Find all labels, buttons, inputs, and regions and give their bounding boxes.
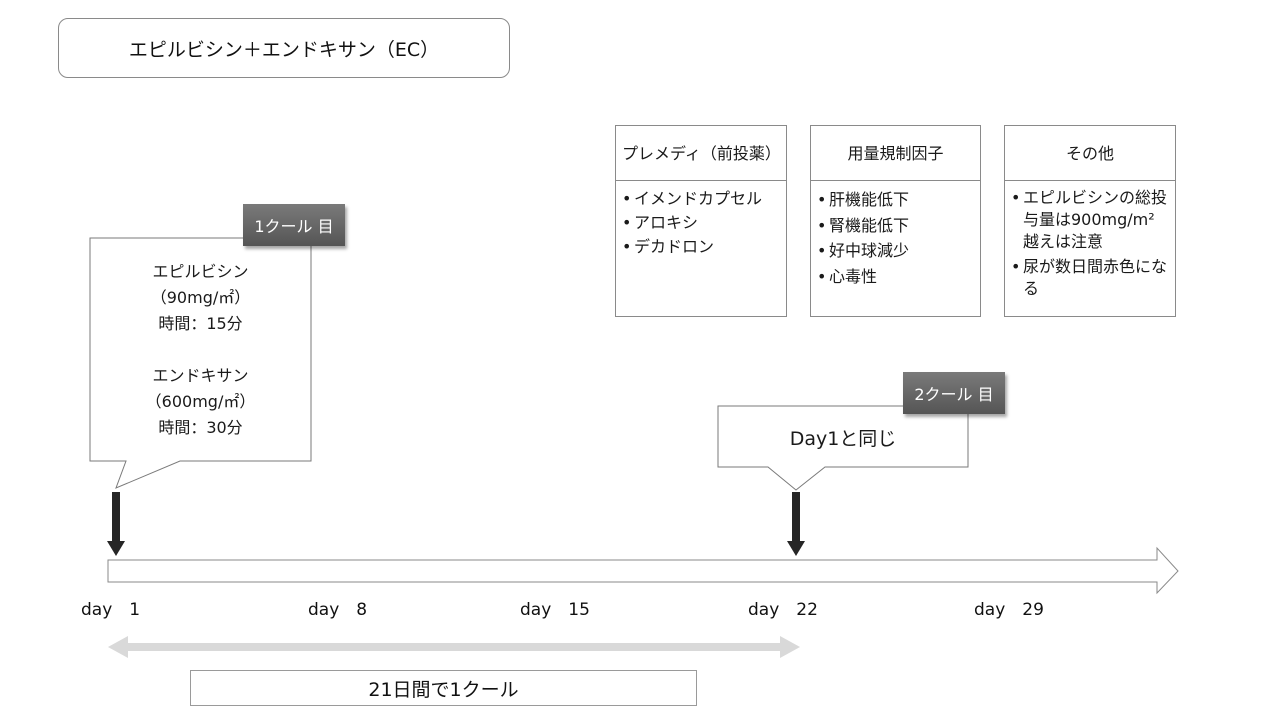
other-list: エピルビシンの総投与量は900mg/m²越えは注意 尿が数日間赤色になる	[1005, 181, 1175, 300]
day-label: day 29	[974, 600, 1044, 620]
premed-item: デカドロン	[622, 235, 780, 259]
premed-header: プレメディ（前投薬）	[616, 126, 786, 181]
cycle2-callout	[717, 405, 969, 491]
drug2-dose: （600mg/㎡）	[145, 392, 256, 411]
dose-limiting-box: 用量規制因子 肝機能低下 腎機能低下 好中球減少 心毒性	[810, 125, 981, 317]
cycle1-badge: 1クール 目	[243, 204, 345, 246]
drug2-time: 時間：30分	[158, 418, 243, 437]
cycle2-callout-text: Day1と同じ	[789, 428, 897, 450]
other-item: エピルビシンの総投与量は900mg/m²越えは注意	[1011, 187, 1169, 253]
timeline-axis-arrow	[107, 546, 1179, 595]
other-header: その他	[1005, 126, 1175, 181]
dose-limiting-item: 心毒性	[817, 264, 974, 290]
cycle-span-arrow	[108, 636, 800, 658]
premed-item: アロキシ	[622, 211, 780, 235]
day-label: day 8	[308, 600, 368, 620]
day1-marker-arrow	[107, 492, 125, 556]
dose-limiting-item: 肝機能低下	[817, 187, 974, 213]
dose-limiting-header: 用量規制因子	[811, 126, 980, 181]
cycle1-callout	[89, 237, 312, 489]
premed-box: プレメディ（前投薬） イメンドカプセル アロキシ デカドロン	[615, 125, 787, 317]
premed-list: イメンドカプセル アロキシ デカドロン	[616, 181, 786, 259]
drug2-name: エンドキサン	[152, 366, 249, 385]
day22-marker-arrow	[787, 492, 805, 556]
drug1-dose: （90mg/㎡）	[150, 288, 251, 307]
cycle-length-label: 21日間で1クール	[190, 670, 697, 706]
drug1-name: エピルビシン	[152, 262, 249, 281]
other-item: 尿が数日間赤色になる	[1011, 256, 1169, 300]
diagram-title: エピルビシン＋エンドキサン（EC）	[58, 18, 510, 78]
dose-limiting-list: 肝機能低下 腎機能低下 好中球減少 心毒性	[811, 181, 980, 289]
cycle1-callout-text: エピルビシン （90mg/㎡） 時間：15分 エンドキサン （600mg/㎡） …	[90, 259, 311, 441]
day-label: day 1	[81, 600, 141, 620]
drug1-time: 時間：15分	[158, 314, 243, 333]
day-label: day 22	[748, 600, 818, 620]
day-label: day 15	[520, 600, 590, 620]
cycle2-badge: 2クール 目	[903, 372, 1005, 414]
dose-limiting-item: 好中球減少	[817, 238, 974, 264]
dose-limiting-item: 腎機能低下	[817, 213, 974, 239]
premed-item: イメンドカプセル	[622, 187, 780, 211]
other-box: その他 エピルビシンの総投与量は900mg/m²越えは注意 尿が数日間赤色になる	[1004, 125, 1176, 317]
